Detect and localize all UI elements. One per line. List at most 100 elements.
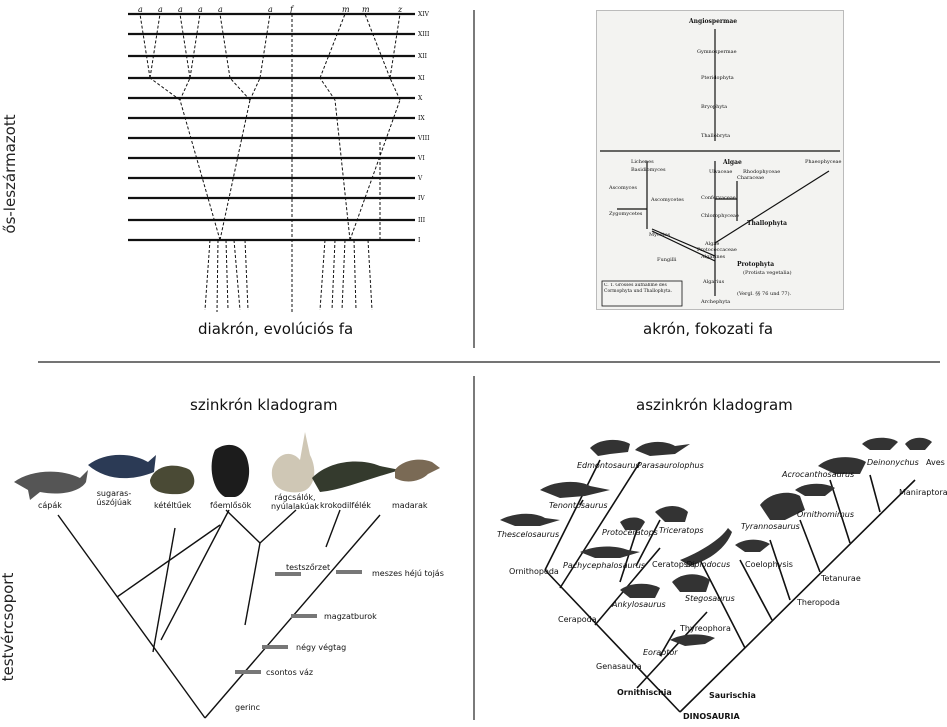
haeckel-protophyta-sub: (Protista vegetalia): [743, 269, 792, 276]
taxon-ray-finned: sugaras- úszójúak: [96, 489, 132, 507]
haeckel-bottom-4: Archephyta: [700, 299, 730, 305]
parasaurolophus-icon: [635, 441, 690, 456]
taxon-triceratops: Triceratops: [659, 526, 704, 535]
svg-text:m: m: [362, 5, 370, 14]
eoraptor-icon: [670, 634, 715, 646]
svg-text:IV: IV: [418, 195, 425, 202]
svg-text:a: a: [268, 5, 273, 14]
svg-text:IX: IX: [418, 115, 425, 122]
clade-ornithopoda: Ornithopoda: [509, 567, 559, 576]
svg-text:XIV: XIV: [418, 11, 430, 18]
svg-text:XI: XI: [418, 75, 425, 82]
edmontosaurus-icon: [590, 439, 630, 456]
character-shelled-egg: meszes héjú tojás: [372, 569, 444, 578]
taxon-acrocanthosaurus: Acrocanthosaurus: [782, 470, 855, 479]
clade-ceratopsia: Ceratopsia: [652, 560, 696, 569]
svg-text:VIII: VIII: [417, 135, 430, 142]
svg-text:V: V: [417, 175, 423, 182]
clade-cerapoda: Cerapoda: [558, 615, 597, 624]
haeckel-left-4: Zygomycetes: [609, 211, 643, 217]
caption-diachronic-tree: diakrón, evolúciós fa: [198, 320, 354, 338]
haeckel-node-1: Gymnospermae: [697, 49, 737, 55]
rabbit-icon: [271, 432, 315, 493]
taxon-rodents: rágcsálók, nyúlalakúak: [270, 493, 320, 511]
haeckel-node-4: Thallobryta: [701, 133, 730, 139]
taxon-birds: madarak: [392, 501, 428, 510]
haeckel-left-5: Mycetes: [649, 232, 671, 238]
haeckel-left-1: Basidiomyces: [631, 167, 666, 173]
svg-text:z: z: [397, 5, 403, 14]
haeckel-algae: Algae: [722, 159, 742, 166]
taxon-thescelosaurus: Thescelosaurus: [497, 530, 560, 539]
tyrannosaurus-icon: [760, 492, 805, 520]
svg-text:III: III: [418, 217, 426, 224]
bird-icon: [905, 437, 932, 450]
frog-icon: [150, 465, 195, 495]
character-bony-skeleton: csontos váz: [266, 668, 314, 677]
character-hair: testszőrzet: [286, 563, 331, 572]
haeckel-mid-3: Chlorophyceae: [701, 213, 739, 219]
svg-text:XIII: XIII: [418, 31, 430, 38]
deinonychus-icon: [862, 437, 898, 450]
caption-asynchronic-cladogram: aszinkrón kladogram: [636, 396, 793, 414]
haeckel-grade-diagram: Angiospermae Gymnospermae Pteridophyta B…: [596, 10, 844, 310]
crocodile-icon: [312, 461, 400, 492]
haeckel-mid-4: Rhodophyceae: [743, 169, 780, 175]
svg-text:a: a: [198, 5, 203, 14]
taxon-stegosaurus: Stegosaurus: [685, 594, 735, 603]
haeckel-mid-0: Ulvaceae: [709, 169, 732, 175]
svg-text:a: a: [178, 5, 183, 14]
taxon-coelophysis: Coelophysis: [745, 560, 793, 569]
stegosaurus-icon: [672, 574, 710, 592]
haeckel-bottom-2: Algarines: [700, 254, 726, 260]
taxon-tyrannosaurus: Tyrannosaurus: [741, 522, 800, 531]
taxon-primates: főemlősök: [210, 501, 252, 510]
haeckel-node-2: Pteridophyta: [701, 75, 734, 81]
acrocanthosaurus-icon: [818, 457, 866, 474]
svg-text:a: a: [218, 5, 223, 14]
taxon-protoceratops: Protoceratops: [602, 528, 658, 537]
haeckel-box-text: C. T. Grosses aufnahme des Cormophyta un…: [604, 283, 673, 294]
tuna-icon: [88, 454, 156, 479]
haeckel-ref: (Vergl. §§ 76 und 77).: [737, 290, 792, 297]
taxon-deinonychus: Deinonychus: [867, 458, 919, 467]
svg-text:m: m: [342, 5, 350, 14]
thescelosaurus-icon: [500, 513, 560, 526]
ankylosaurus-icon: [620, 583, 660, 598]
haeckel-left-6: Fungilli: [657, 257, 677, 263]
svg-text:I: I: [418, 237, 421, 244]
clade-maniraptora: Maniraptora: [899, 488, 947, 497]
taxon-amphibians: kétéltűek: [154, 501, 192, 510]
svg-text:a: a: [158, 5, 163, 14]
haeckel-protophyta: Protophyta: [737, 261, 774, 268]
haeckel-right: Phaeophyceae: [805, 159, 842, 165]
chimpanzee-icon: [211, 444, 250, 497]
haeckel-left-3: Ascomycetes: [650, 197, 684, 203]
taxon-eoraptor: Eoraptor: [643, 648, 678, 657]
haeckel-bottom-0: Algae: [704, 241, 719, 247]
haeckel-thallophyta: Thallophyta: [747, 220, 787, 227]
clade-saurischia: Saurischia: [709, 691, 756, 700]
haeckel-mid-2: Confervaceae: [701, 195, 736, 201]
haeckel-left-2: Ascomyces: [608, 185, 637, 191]
shark-icon: [14, 470, 88, 500]
clade-dinosauria: DINOSAURIA: [683, 712, 740, 721]
taxon-tenontosaurus: Tenontosaurus: [549, 501, 608, 510]
haeckel-node-3: Bryophyta: [701, 104, 727, 110]
haeckel-mid-1: Characeae: [737, 175, 764, 181]
taxon-parasaurolophus: Parasaurolophus: [637, 461, 704, 470]
clade-ornithischia: Ornithischia: [617, 688, 672, 697]
taxon-ankylosaurus: Ankylosaurus: [612, 600, 666, 609]
svg-text:a: a: [138, 5, 143, 14]
coelophysis-icon: [735, 539, 770, 552]
taxon-edmontosaurus: Edmontosaurus: [577, 461, 640, 470]
haeckel-bottom-3: Algarius: [702, 279, 725, 285]
svg-text:XII: XII: [418, 53, 428, 60]
svg-text:f: f: [289, 5, 295, 14]
taxon-aves: Aves: [926, 458, 945, 467]
